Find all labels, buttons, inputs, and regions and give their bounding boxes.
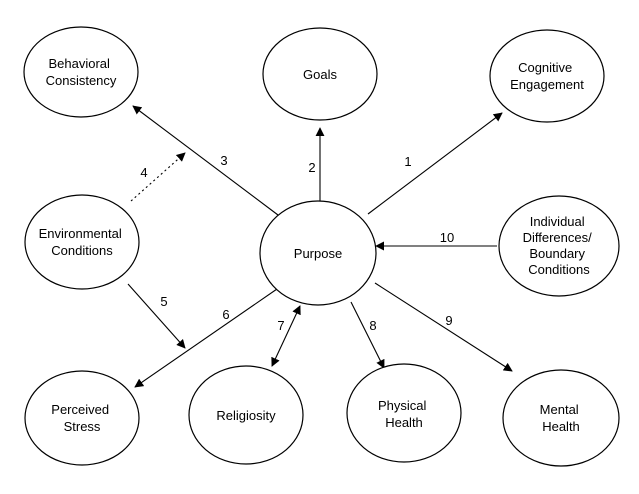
edge-1-line	[367, 112, 503, 215]
edge-10-label: 10	[440, 230, 454, 245]
node-goals: Goals	[262, 27, 378, 121]
node-label: Goals	[303, 67, 337, 82]
edge-9-label: 9	[445, 313, 452, 328]
node-label: Physical Health	[378, 398, 430, 430]
edge-8-line	[350, 301, 385, 369]
node-cognitive-engagement: Cognitive Engagement	[489, 29, 605, 123]
node-label: Religiosity	[216, 408, 276, 423]
edge-8-label: 8	[369, 318, 376, 333]
node-label: Perceived Stress	[51, 402, 112, 434]
edge-4-label: 4	[140, 165, 147, 180]
node-label: Purpose	[294, 246, 342, 261]
node-purpose: Purpose	[259, 200, 377, 306]
edge-5-label: 5	[160, 294, 167, 309]
edge-6-line	[134, 288, 278, 388]
node-individual-differences: Individual Differences/ Boundary Conditi…	[498, 195, 620, 297]
edge-2-label: 2	[308, 160, 315, 175]
node-label: Mental Health	[540, 402, 583, 434]
node-physical-health: Physical Health	[346, 363, 462, 463]
node-environmental-conditions: Environmental Conditions	[24, 194, 140, 290]
edge-7-label: 7	[277, 318, 284, 333]
node-behavioral-consistency: Behavioral Consistency	[23, 26, 139, 118]
edge-5-line	[127, 283, 186, 349]
node-label: Individual Differences/ Boundary Conditi…	[523, 214, 596, 277]
edge-4-line	[130, 152, 186, 202]
edge-3-label: 3	[220, 153, 227, 168]
edge-3-line	[132, 105, 279, 216]
node-perceived-stress: Perceived Stress	[24, 370, 140, 466]
node-label: Cognitive Engagement	[510, 60, 584, 92]
edge-6-label: 6	[222, 307, 229, 322]
edge-9-line	[374, 282, 513, 372]
node-label: Environmental Conditions	[39, 226, 126, 258]
node-label: Behavioral Consistency	[46, 56, 117, 88]
edge-1-label: 1	[404, 154, 411, 169]
node-mental-health: Mental Health	[502, 369, 620, 467]
node-religiosity: Religiosity	[188, 365, 304, 465]
edge-7-line	[271, 305, 301, 367]
